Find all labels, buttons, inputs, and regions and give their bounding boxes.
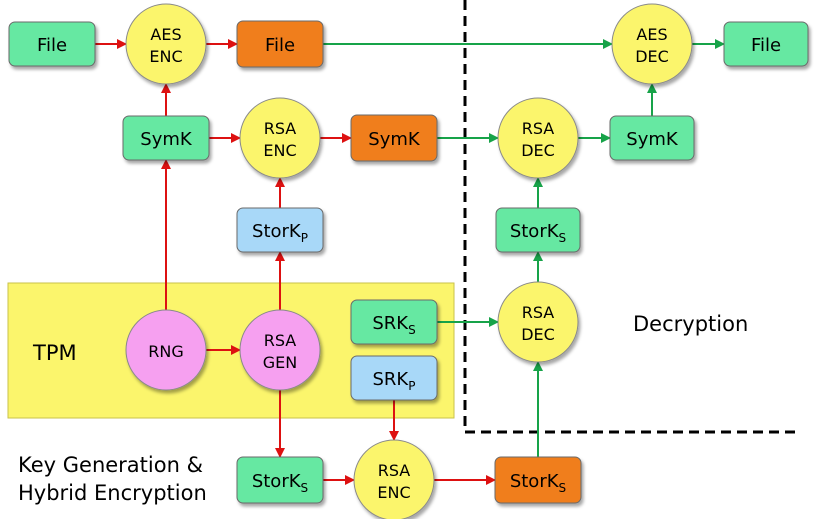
stork-s-plain-box-shape <box>236 456 324 504</box>
rsa-enc-bottom-circle: RSA ENC <box>353 439 435 519</box>
rsa-dec-mid-circle-label-line2: DEC <box>521 325 555 344</box>
aes-dec-circle-label-line2: DEC <box>635 47 669 66</box>
rng-circle-shape <box>125 309 207 391</box>
decryption-boundary <box>463 0 798 434</box>
rsa-dec-mid-circle: RSA DEC <box>497 281 579 363</box>
file-plain-box-label: File <box>37 35 67 56</box>
rsa-gen-circle-label-line1: RSA <box>264 331 297 350</box>
srk-p-box-shape <box>350 355 438 401</box>
stork-s-plain-box: StorKS <box>236 456 324 504</box>
rsa-enc-top-circle: RSA ENC <box>239 97 321 179</box>
rsa-enc-top-circle-shape <box>239 97 321 179</box>
rsa-dec-mid-circle-label-line1: RSA <box>522 303 555 322</box>
rsa-dec-mid-circle-shape <box>497 281 579 363</box>
keygen-label-line1: Key Generation & <box>18 453 203 477</box>
rsa-dec-top-circle-label-line1: RSA <box>522 119 555 138</box>
stork-s-encrypted-box: StorKS <box>494 456 582 504</box>
rsa-gen-circle-shape <box>239 309 321 391</box>
symk-plain-box-label: SymK <box>140 129 193 150</box>
symk-plain-box: SymK <box>122 115 210 161</box>
aes-enc-circle-shape <box>125 3 207 85</box>
aes-enc-circle-label-line2: ENC <box>149 47 182 66</box>
symk-encrypted-box: SymK <box>350 114 438 162</box>
stork-p-box-shape <box>236 207 324 253</box>
file-decrypted-box: File <box>723 21 809 67</box>
stork-s-dec-box-label: StorKS <box>510 221 566 245</box>
rsa-enc-bottom-circle-label-line1: RSA <box>378 461 411 480</box>
arrows <box>95 39 725 485</box>
rsa-enc-top-circle-label-line1: RSA <box>264 119 297 138</box>
symk-encrypted-box-shape <box>350 114 438 162</box>
srk-s-box: SRKS <box>350 299 438 345</box>
aes-enc-circle: AES ENC <box>125 3 207 85</box>
aes-enc-circle-label-line1: AES <box>150 25 181 44</box>
file-plain-box: File <box>8 21 96 67</box>
file-encrypted-box-shape <box>236 20 324 68</box>
file-encrypted-box-label: File <box>265 35 295 56</box>
tpm-label: TPM <box>32 341 77 365</box>
stork-s-encrypted-box-shape <box>494 456 582 504</box>
file-encrypted-box: File <box>236 20 324 68</box>
stork-s-dec-box: StorKS <box>495 207 581 253</box>
rng-circle-label: RNG <box>148 342 183 361</box>
rsa-enc-bottom-circle-shape <box>353 439 435 519</box>
rsa-dec-top-circle-label-line2: DEC <box>521 141 555 160</box>
decryption-label: Decryption <box>633 312 748 336</box>
aes-dec-circle: AES DEC <box>611 3 693 85</box>
symk-decrypted-box: SymK <box>609 115 695 161</box>
stork-s-encrypted-box-label: StorKS <box>510 471 566 495</box>
stork-p-box-label: StorKP <box>252 221 308 245</box>
file-decrypted-box-label: File <box>751 35 781 56</box>
rsa-gen-circle: RSA GEN <box>239 309 321 391</box>
srk-p-box: SRKP <box>350 355 438 401</box>
rsa-dec-top-circle: RSA DEC <box>497 97 579 179</box>
rng-circle: RNG <box>125 309 207 391</box>
symk-encrypted-box-label: SymK <box>368 129 421 150</box>
symk-decrypted-box-label: SymK <box>626 129 679 150</box>
srk-s-box-shape <box>350 299 438 345</box>
symk-decrypted-box-shape <box>609 115 695 161</box>
symk-plain-box-shape <box>122 115 210 161</box>
srk-s-box-label: SRKS <box>372 313 415 337</box>
rsa-gen-circle-label-line2: GEN <box>263 353 297 372</box>
stork-s-dec-box-shape <box>495 207 581 253</box>
rsa-enc-top-circle-label-line2: ENC <box>263 141 296 160</box>
aes-dec-circle-shape <box>611 3 693 85</box>
rsa-dec-top-circle-shape <box>497 97 579 179</box>
stork-s-plain-box-label: StorKS <box>252 471 308 495</box>
stork-p-box: StorKP <box>236 207 324 253</box>
keygen-label-line2: Hybrid Encryption <box>18 481 207 505</box>
srk-p-box-label: SRKP <box>373 369 416 393</box>
rsa-enc-bottom-circle-label-line2: ENC <box>377 483 410 502</box>
aes-dec-circle-label-line1: AES <box>636 25 667 44</box>
file-decrypted-box-shape <box>723 21 809 67</box>
file-plain-box-shape <box>8 21 96 67</box>
